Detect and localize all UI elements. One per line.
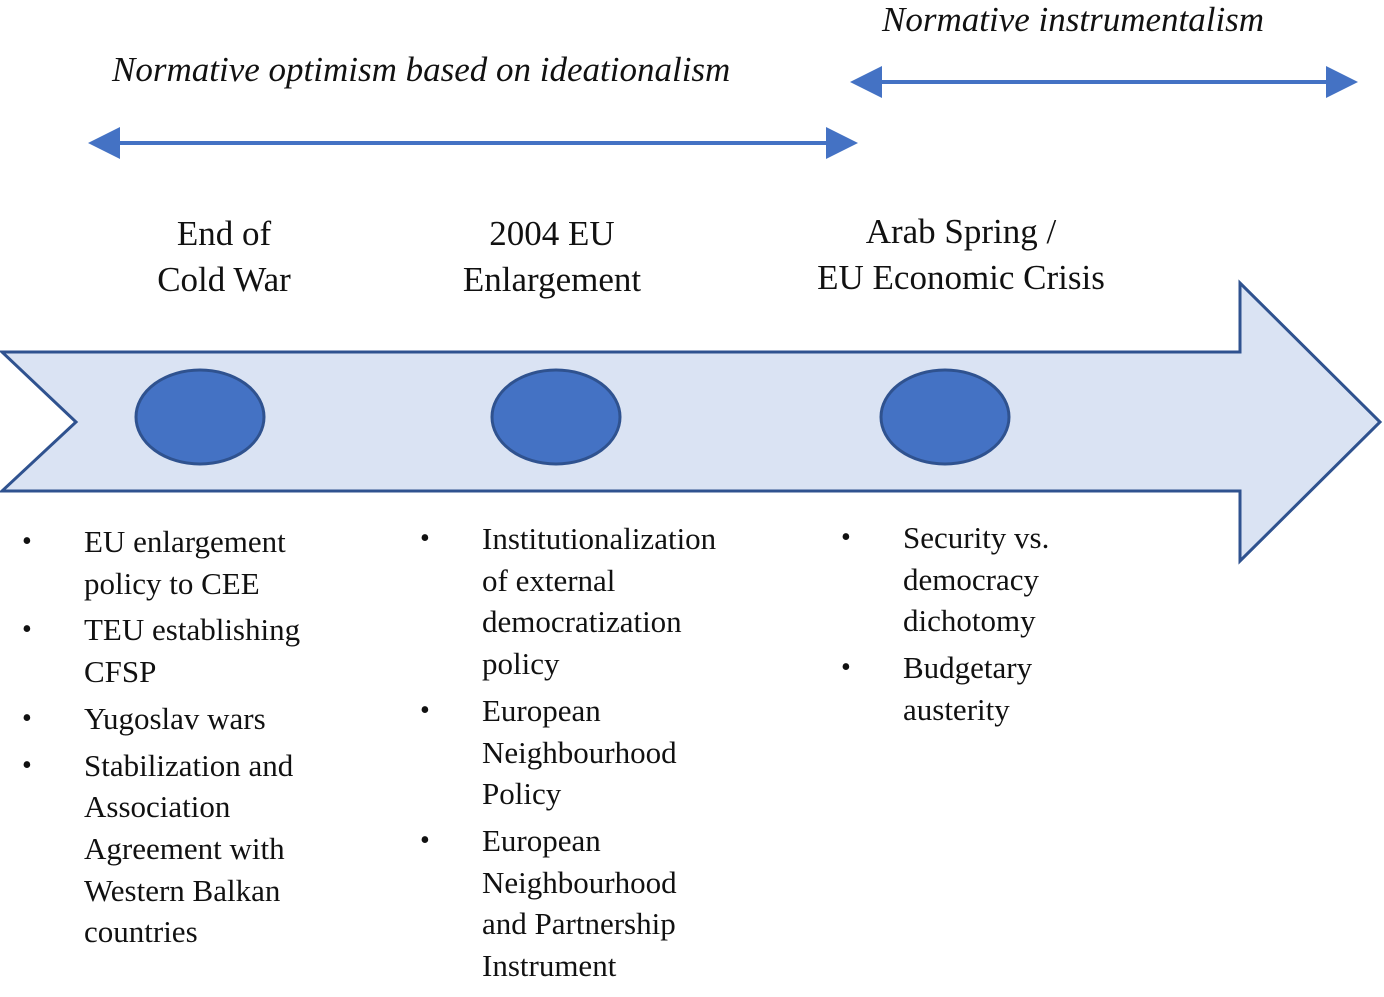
event-marker-arab-spring (879, 368, 1011, 466)
list-item-line: Policy (482, 776, 562, 812)
event-title-line: Cold War (157, 260, 291, 299)
list-item-line: Security vs. (903, 520, 1050, 555)
list-item-line: Neighbourhood (482, 734, 677, 770)
timeline-arrow (0, 279, 1383, 565)
bullet-list-arab-spring: Security vs. democracy dichotomy Budgeta… (841, 517, 1049, 736)
list-item-line: Association (84, 789, 231, 825)
list-item-line: Western Balkan (84, 872, 281, 908)
event-title-end-of-cold-war: End of Cold War (124, 211, 324, 303)
list-item-line: European (482, 692, 601, 728)
list-item-line: Yugoslav wars (84, 700, 266, 736)
list-item: TEU establishing CFSP (22, 609, 300, 692)
list-item: Stabilization and Association Agreement … (22, 745, 300, 954)
phase-label-instrumentalism: Normative instrumentalism (882, 0, 1265, 39)
list-item-line: countries (84, 914, 198, 950)
list-item-line: democracy (903, 561, 1039, 597)
list-item-line: Institutionalization (482, 521, 717, 556)
event-title-line: EU Economic Crisis (817, 258, 1105, 297)
bullet-list-2004-eu-enlargement: Institutionalization of external democra… (420, 518, 716, 992)
bullet-list-end-of-cold-war: EU enlargement policy to CEE TEU establi… (22, 521, 300, 958)
event-title-line: Enlargement (462, 260, 642, 299)
event-title-arab-spring: Arab Spring / EU Economic Crisis (796, 209, 1126, 301)
list-item: EU enlargement policy to CEE (22, 521, 300, 604)
list-item-line: Budgetary (903, 650, 1033, 686)
list-item: Institutionalization of external democra… (420, 518, 716, 685)
list-item-line: Instrument (482, 948, 617, 984)
list-item: Security vs. democracy dichotomy (841, 517, 1049, 642)
list-item-line: Agreement with (84, 830, 285, 866)
list-item-line: Stabilization and (84, 747, 294, 783)
phase-label-optimism: Normative optimism based on ideationalis… (112, 50, 731, 89)
event-title-line: End of (176, 214, 272, 253)
event-marker-end-of-cold-war (134, 368, 266, 466)
list-item-line: CFSP (84, 654, 157, 690)
list-item-line: Neighbourhood (482, 864, 677, 900)
list-item-line: TEU establishing (84, 612, 301, 648)
event-marker-2004-eu-enlargement (490, 368, 622, 466)
list-item-line: policy (482, 646, 560, 682)
event-title-line: Arab Spring / (865, 212, 1057, 251)
list-item-line: and Partnership (482, 906, 676, 942)
list-item-line: European (482, 822, 601, 858)
list-item: European Neighbourhood and Partnership I… (420, 820, 716, 987)
list-item: European Neighbourhood Policy (420, 690, 716, 815)
list-item: Yugoslav wars (22, 698, 300, 740)
event-title-2004-eu-enlargement: 2004 EU Enlargement (446, 211, 658, 303)
list-item-line: austerity (903, 691, 1010, 727)
list-item-line: democratization (482, 604, 682, 640)
list-item-line: dichotomy (903, 603, 1036, 639)
list-item-line: policy to CEE (84, 565, 260, 601)
list-item-line: EU enlargement (84, 524, 286, 559)
event-title-line: 2004 EU (489, 214, 615, 253)
list-item: Budgetary austerity (841, 647, 1049, 730)
list-item-line: of external (482, 562, 616, 598)
